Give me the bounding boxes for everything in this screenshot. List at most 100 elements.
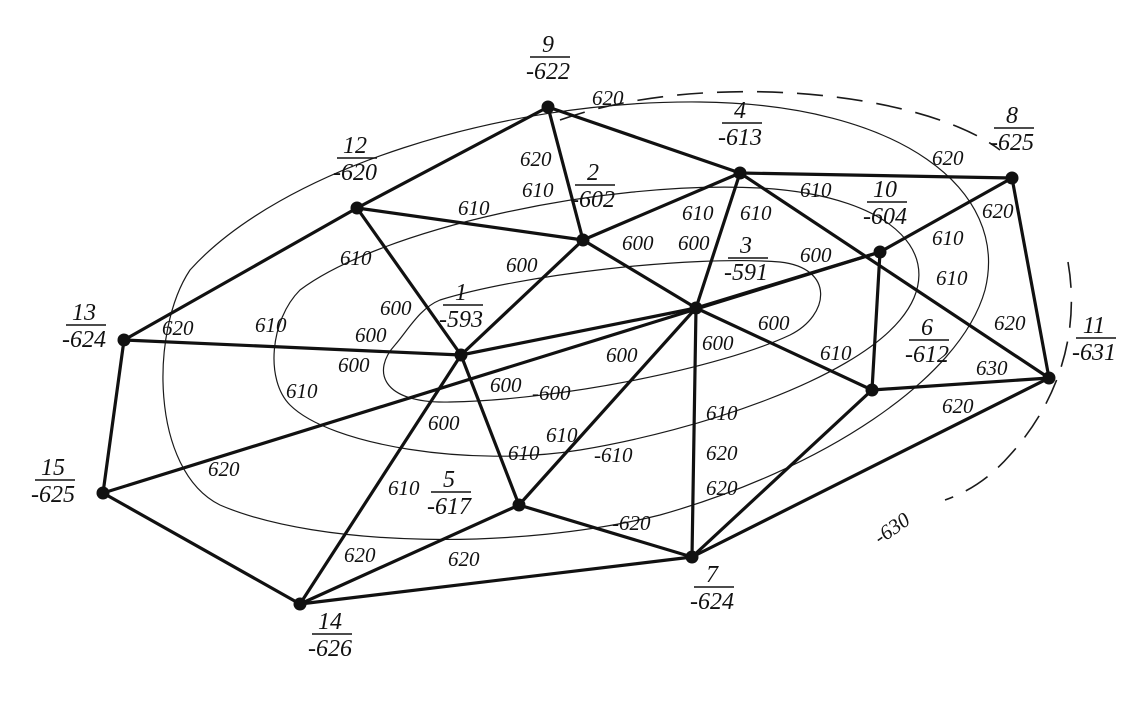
node-label-5: 5-617: [427, 467, 472, 520]
edge-n12-n1: [355, 206, 463, 357]
node-number: 13: [72, 300, 96, 326]
node-elevation: -604: [863, 204, 907, 230]
edge-n3-n6: [694, 306, 874, 392]
edge-label: 600: [606, 343, 638, 367]
edge-n8-n11: [1010, 176, 1051, 380]
node-label-15: 15-625: [31, 455, 75, 508]
edge-label: 620: [520, 147, 552, 171]
node-number: 10: [873, 177, 897, 203]
node-elevation: -612: [905, 342, 949, 368]
node-number: 3: [739, 233, 752, 259]
edge-label: 620: [942, 394, 974, 418]
node-7: [685, 550, 699, 564]
edge-n9-n12: [355, 105, 550, 210]
edge-label: 620: [344, 543, 376, 567]
edge-label: 620: [706, 441, 738, 465]
edge-label: 610: [800, 178, 832, 202]
edge-n2-n1: [459, 238, 585, 357]
edge-n14-n7: [298, 555, 694, 606]
contour-label-630: -630: [869, 507, 915, 549]
node-1: [454, 348, 468, 362]
node-label-11: 11-631: [1072, 313, 1116, 366]
edge-n6-n10: [870, 250, 882, 392]
node-label-10: 10-604: [863, 177, 907, 230]
node-number: 11: [1083, 313, 1105, 339]
node-number: 12: [343, 133, 367, 159]
node-elevation: -613: [718, 125, 762, 151]
edge-n3-n5: [517, 306, 698, 507]
node-elevation: -624: [62, 327, 106, 353]
node-labels: 1-5932-6023-5914-6135-6176-6127-6248-625…: [31, 32, 1116, 662]
edge-label: 610: [740, 201, 772, 225]
node-number: 8: [1006, 103, 1018, 129]
edge-label: 600: [622, 231, 654, 255]
edge-label: 600: [338, 353, 370, 377]
edge-labels: 620 620 620 610 610 610 610 620 600 600 …: [162, 86, 1026, 571]
node-number: 6: [921, 315, 933, 341]
network-edges: [101, 105, 1051, 606]
edge-label: 610: [546, 423, 578, 447]
edge-n6-n11: [870, 376, 1051, 392]
edge-label: 620: [448, 547, 480, 571]
edge-n7-n11: [690, 376, 1051, 559]
node-3: [689, 301, 703, 315]
node-elevation: -631: [1072, 340, 1116, 366]
node-elevation: -625: [990, 130, 1034, 156]
edge-label: 610: [388, 476, 420, 500]
edge-n4-n11: [738, 171, 1051, 380]
node-label-8: 8-625: [990, 103, 1034, 156]
node-label-14: 14-626: [308, 609, 352, 662]
edge-n9-n4: [546, 105, 742, 175]
node-label-6: 6-612: [905, 315, 949, 368]
edge-label: 610: [820, 341, 852, 365]
node-number: 1: [455, 280, 467, 306]
edge-label: 620: [932, 146, 964, 170]
contour-630-top: [559, 90, 1001, 151]
edge-n13-n15: [101, 338, 126, 495]
node-elevation: -626: [308, 636, 352, 662]
edge-label: 600: [678, 231, 710, 255]
node-elevation: -593: [439, 307, 483, 333]
node-number: 9: [542, 32, 554, 58]
node-8: [1005, 171, 1019, 185]
edge-label: 630: [976, 356, 1008, 380]
edge-n14-n1: [298, 353, 463, 606]
node-elevation: -620: [333, 160, 377, 186]
node-elevation: -591: [724, 260, 768, 286]
node-5: [512, 498, 526, 512]
edge-label: 610: [508, 441, 540, 465]
edge-label: 610: [255, 313, 287, 337]
edge-label: 610: [932, 226, 964, 250]
edge-label: 610: [522, 178, 554, 202]
node-14: [293, 597, 307, 611]
edge-label: 600: [490, 373, 522, 397]
edge-n15-n14: [101, 491, 302, 606]
network-nodes: [96, 100, 1056, 611]
contour-label-620: -620: [612, 511, 651, 535]
node-6: [865, 383, 879, 397]
edge-n2-n3: [581, 238, 698, 310]
node-elevation: -617: [427, 494, 472, 520]
edge-label: 600: [506, 253, 538, 277]
node-2: [576, 233, 590, 247]
node-number: 15: [41, 455, 65, 481]
node-4: [733, 166, 747, 180]
node-elevation: -624: [690, 589, 734, 615]
edge-n9-n2: [546, 105, 585, 242]
edge-label: 600: [355, 323, 387, 347]
node-label-7: 7-624: [690, 562, 734, 615]
node-15: [96, 486, 110, 500]
edge-label: 600: [380, 296, 412, 320]
edge-n12-n13: [122, 206, 359, 342]
edge-label: 620: [706, 476, 738, 500]
edge-n3-n1: [459, 306, 698, 357]
edge-n8-n10: [878, 176, 1014, 254]
edge-label: 610: [706, 401, 738, 425]
edge-label: 620: [162, 316, 194, 340]
node-number: 5: [443, 467, 455, 493]
node-elevation: -625: [31, 482, 75, 508]
edge-n3-n7: [690, 306, 698, 559]
contour-610: [273, 186, 920, 457]
edge-label: 620: [208, 457, 240, 481]
